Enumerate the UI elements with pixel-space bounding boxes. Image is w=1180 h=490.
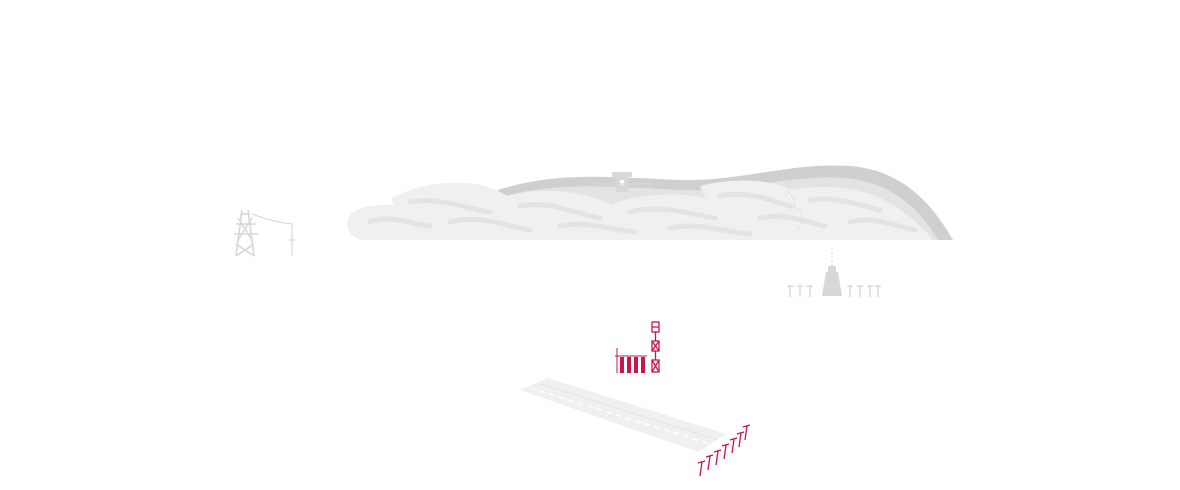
- radio-waves-icon: [779, 169, 803, 229]
- stake-marker: [742, 424, 751, 441]
- stake-markers-icon: [697, 424, 751, 477]
- fence-post: [787, 285, 793, 297]
- power-line-icon: [251, 213, 295, 256]
- fence-post: [857, 285, 863, 297]
- fence-post: [807, 285, 813, 297]
- ridge-fence: [594, 182, 652, 188]
- striped-barrier-icon: [615, 348, 647, 373]
- stake-marker: [713, 449, 722, 466]
- mountain-ridge-illustration: [347, 165, 953, 240]
- fence-post: [847, 285, 853, 297]
- transmission-tower-icon: [234, 209, 258, 257]
- stake-marker: [729, 437, 738, 454]
- fence-post: [797, 285, 803, 297]
- wind-turbine-icon: [822, 248, 842, 296]
- fence-post: [867, 285, 873, 297]
- stake-marker: [705, 454, 714, 471]
- stake-marker: [721, 443, 730, 460]
- fence-posts-icon: [787, 285, 881, 297]
- hilltop-tower-icon: [594, 172, 652, 192]
- stake-marker: [697, 460, 706, 477]
- stake-marker: [736, 431, 745, 448]
- hill-swirls: [367, 191, 918, 237]
- runway-strip-icon: [520, 378, 726, 452]
- stacked-tower-icon: [651, 321, 660, 373]
- fence-post: [875, 285, 881, 297]
